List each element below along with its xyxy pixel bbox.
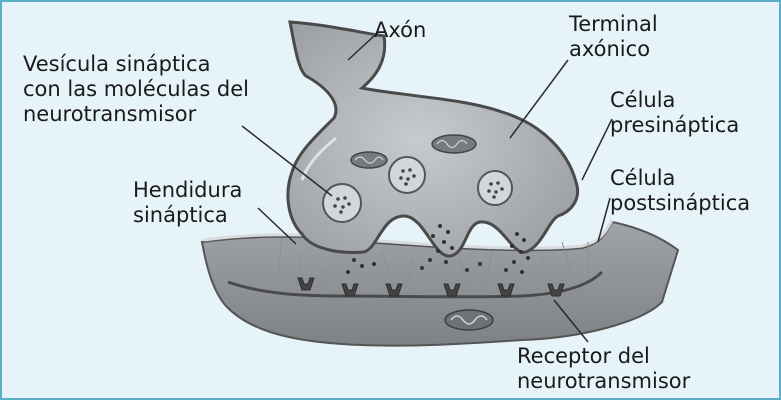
- mitochondrion: [432, 135, 476, 153]
- mitochondrion: [351, 152, 387, 168]
- axon-label: Axón: [374, 18, 426, 43]
- synaptic-vesicle: [389, 157, 425, 193]
- presynaptic-leader: [582, 119, 612, 180]
- terminal-label: Terminal axónico: [569, 12, 658, 62]
- postsynaptic-label: Célula postsináptica: [610, 166, 750, 216]
- presynaptic-terminal: [288, 22, 578, 256]
- vesicle-label: Vesícula sináptica con las moléculas del…: [23, 52, 249, 127]
- terminal-leader: [510, 60, 568, 138]
- postsynaptic-mitochondrion: [445, 310, 493, 330]
- receptor-label: Receptor del neurotransmisor: [517, 344, 690, 394]
- synaptic-vesicle: [323, 184, 361, 222]
- synaptic-vesicle: [478, 171, 512, 205]
- presynaptic-label: Célula presináptica: [610, 88, 739, 138]
- cleft-label: Hendidura sináptica: [133, 178, 242, 228]
